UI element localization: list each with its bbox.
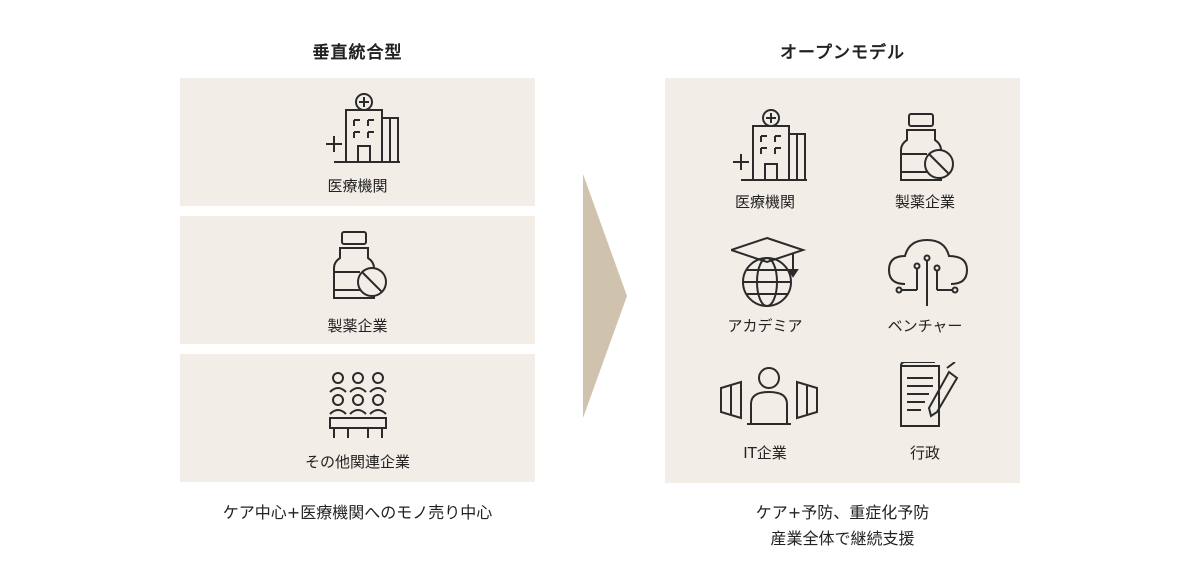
left-label-medical: 医療機関 (327, 177, 388, 195)
vertical-integration-title: 垂直統合型 (312, 43, 403, 63)
person-monitors-icon (719, 366, 819, 426)
right-panel: 医療機関 製薬企業 アカデミア (665, 78, 1020, 483)
right-label-government: 行政 (909, 444, 940, 462)
right-label-venture: ベンチャー (887, 317, 963, 335)
right-arrow-icon (583, 174, 629, 418)
left-label-others: その他関連企業 (304, 453, 410, 471)
left-caption: ケア中心+医療機関へのモノ売り中心 (222, 503, 493, 522)
right-label-pharma: 製薬企業 (894, 193, 955, 211)
left-tile-medical: 医療機関 (180, 78, 535, 206)
right-label-it: IT企業 (743, 444, 787, 462)
people-group-icon (326, 370, 390, 440)
right-label-medical: 医療機関 (734, 193, 795, 211)
left-tile-others: その他関連企業 (180, 354, 535, 482)
left-tile-pharma: 製薬企業 (180, 216, 535, 344)
medicine-bottle-icon (897, 112, 957, 182)
graduation-globe-icon (731, 236, 807, 308)
left-label-pharma: 製薬企業 (327, 317, 388, 335)
right-caption-line1: ケア+予防、重症化予防 (755, 503, 930, 522)
document-pen-icon (899, 362, 959, 430)
cloud-circuit-icon (887, 238, 969, 308)
hospital-icon (719, 108, 809, 182)
open-model-title: オープンモデル (780, 43, 905, 63)
hospital-icon (312, 92, 402, 164)
right-label-academia: アカデミア (727, 317, 803, 335)
medicine-bottle-icon (330, 230, 390, 302)
right-caption-line2: 産業全体で継続支援 (770, 529, 915, 548)
right-caption: ケア+予防、重症化予防 産業全体で継続支援 (650, 500, 1035, 552)
